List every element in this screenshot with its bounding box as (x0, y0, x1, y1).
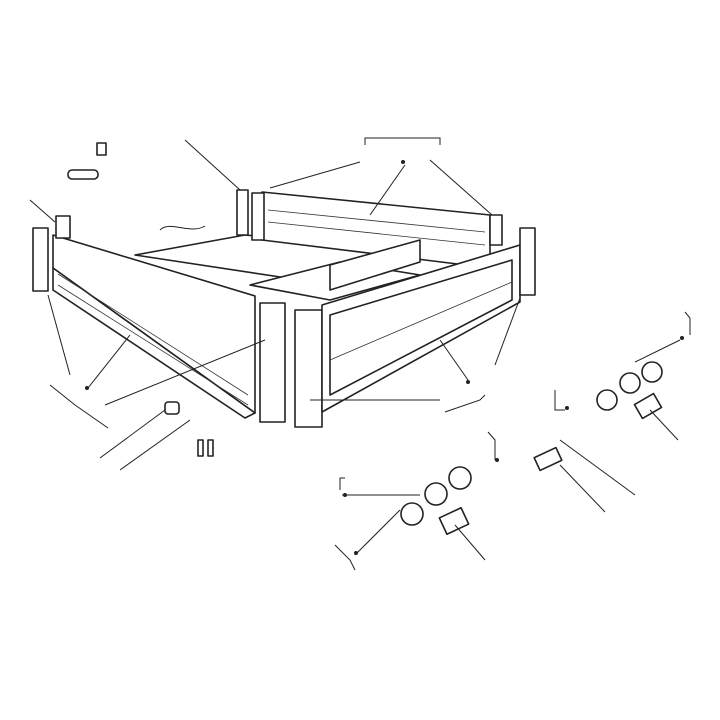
callout-dots (85, 160, 684, 555)
castor-group-right (596, 361, 663, 420)
castor-group-centre (400, 466, 472, 536)
bolt-b (207, 439, 214, 457)
front-right-post (294, 309, 323, 428)
rear-right-post (489, 214, 503, 246)
left-end-post (32, 227, 49, 292)
rear-left-post-b (251, 192, 265, 241)
hinge-block (164, 401, 180, 415)
spring-part (67, 169, 99, 180)
pin-part (96, 142, 107, 156)
left-rear-post (55, 215, 71, 239)
cable-part (159, 225, 206, 231)
front-left-post (259, 302, 286, 423)
lock-latch (533, 446, 563, 472)
rear-left-post-a (236, 189, 249, 236)
bolt-a (197, 439, 204, 457)
leader-lines (29, 137, 691, 571)
right-end-post (519, 227, 536, 296)
